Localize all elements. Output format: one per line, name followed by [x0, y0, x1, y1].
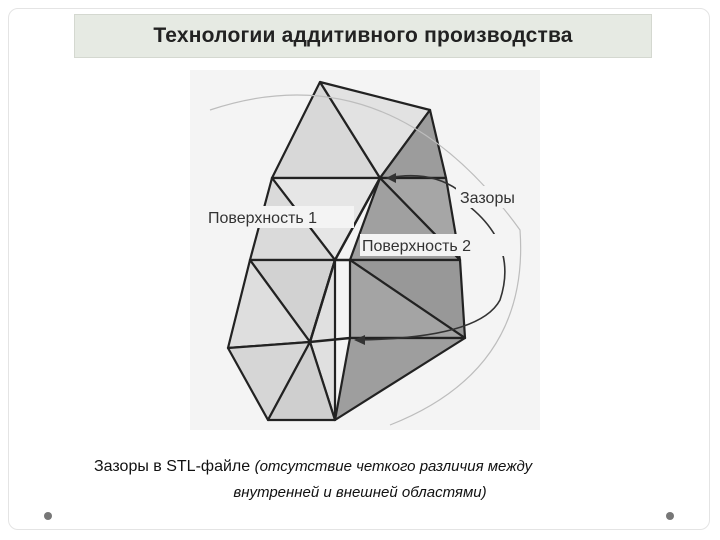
corner-dot-left: [44, 512, 52, 520]
reference-arc: [209, 94, 522, 426]
arrowhead-upper: [386, 173, 396, 183]
caption-line-2: внутренней и внешней областями): [233, 484, 487, 501]
corner-dot-right: [666, 512, 674, 520]
slide-title: Технологии аддитивного производства: [153, 24, 573, 47]
surface-1-label-bg: [206, 206, 354, 228]
caption-main: Зазоры в STL-файле: [94, 458, 251, 475]
caption-line-1: Зазоры в STL-файле (отсутствие четкого р…: [94, 458, 654, 476]
gaps-label-bg: [456, 186, 536, 208]
stl-gap-figure: Поверхность 1 Поверхность 2 Зазоры: [190, 70, 540, 430]
surface-2-label: Поверхность 2: [362, 238, 471, 255]
gaps-label: Зазоры: [460, 190, 515, 207]
gap-lines: [308, 177, 382, 344]
arrowhead-lower: [354, 335, 365, 345]
title-bar: Технологии аддитивного производства: [74, 14, 652, 58]
caption-note-1: (отсутствие четкого различия между: [254, 458, 533, 475]
surface-2-label-bg: [360, 234, 506, 256]
surface-1-label: Поверхность 1: [208, 210, 317, 227]
